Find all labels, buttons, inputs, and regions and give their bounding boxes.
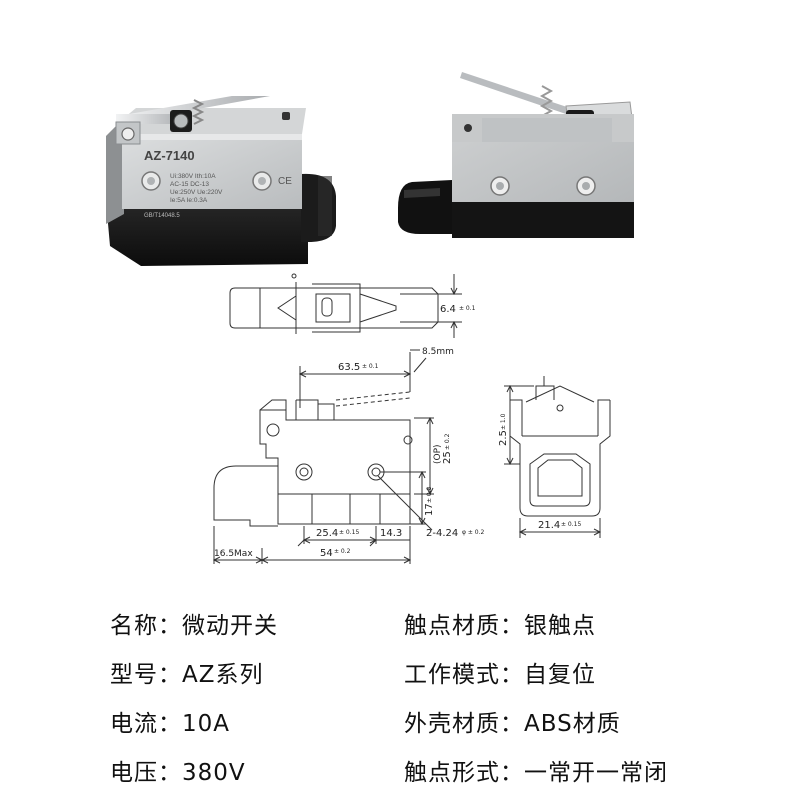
spec-value: 380V — [182, 760, 246, 786]
spec-value: 银触点 — [524, 613, 596, 639]
dim-2-5: 2.5 — [498, 430, 509, 446]
tol-2-5: ± 1.0 — [500, 413, 507, 430]
spec-current: 电流：10A — [110, 704, 230, 738]
dim-17: 17 — [424, 503, 435, 516]
dim-21-4: 21.4 — [538, 520, 560, 531]
tol-25: ± 0.2 — [444, 433, 451, 450]
spec-label: 外壳材质： — [404, 711, 524, 737]
spec-value: 自复位 — [524, 662, 596, 688]
switch-side-photo — [398, 72, 634, 238]
spec-label: 工作模式： — [404, 662, 524, 688]
dimension-drawing: 6.4 ± 0.1 8.5mm 63.5 ± 0.1 (OP) 25 ± 0.2… — [212, 273, 611, 564]
rating-line-2: AC-15 DC-13 — [170, 181, 209, 188]
spec-value: 10A — [182, 711, 231, 737]
dim-op: (OP) — [433, 444, 443, 464]
spec-contact-form: 触点形式：一常开一常闭 — [404, 753, 668, 787]
spec-model: 型号：AZ系列 — [110, 655, 264, 689]
spec-value: AZ系列 — [182, 662, 264, 688]
dim-16-5: 16.5Max — [214, 549, 253, 559]
dim-8-5: 8.5mm — [422, 347, 454, 357]
dim-25-4: 25.4 — [316, 528, 338, 539]
spec-value: 一常开一常闭 — [524, 760, 668, 786]
spec-label: 触点材质： — [404, 613, 524, 639]
switch-front-photo: AZ-7140 Ui:380V Ith:10A AC-15 DC-13 Ue:2… — [106, 96, 336, 266]
ce-mark: CE — [278, 176, 292, 187]
spec-label: 型号： — [110, 662, 182, 688]
tol-54: ± 0.2 — [334, 548, 351, 555]
rating-line-3: Ue:250V Ue:220V — [170, 189, 223, 196]
spec-label: 电流： — [110, 711, 182, 737]
dim-54: 54 — [320, 548, 333, 559]
spec-name: 名称：微动开关 — [110, 606, 278, 640]
tol-21-4: ± 0.15 — [561, 521, 581, 528]
spec-label: 名称： — [110, 613, 182, 639]
dim-63-5: 63.5 — [338, 362, 360, 373]
spec-contact-material: 触点材质：银触点 — [404, 606, 596, 640]
spec-label: 触点形式： — [404, 760, 524, 786]
rating-line-1: Ui:380V Ith:10A — [170, 173, 216, 180]
model-label: AZ-7140 — [144, 148, 195, 163]
dim-25: 25 — [442, 451, 453, 464]
tol-25-4: ± 0.15 — [339, 529, 359, 536]
dim-14-3: 14.3 — [380, 528, 402, 539]
tol-63-5: ± 0.1 — [362, 363, 379, 370]
dim-holes: 2-4.24 — [426, 528, 458, 539]
rating-line-4: Ie:5A Ie:0.3A — [170, 197, 208, 204]
tol-holes: φ ± 0.2 — [462, 529, 485, 536]
spec-work-mode: 工作模式：自复位 — [404, 655, 596, 689]
spec-value: 微动开关 — [182, 613, 278, 639]
spec-voltage: 电压：380V — [110, 753, 246, 787]
standard-label: GB/T14048.5 — [144, 213, 180, 219]
dim-6-4: 6.4 — [440, 304, 456, 315]
tol-17: ± 0.8 — [426, 486, 433, 503]
spec-value: ABS材质 — [524, 711, 621, 737]
spec-label: 电压： — [110, 760, 182, 786]
spec-housing-material: 外壳材质：ABS材质 — [404, 704, 621, 738]
tol-6-4: ± 0.1 — [459, 305, 476, 312]
